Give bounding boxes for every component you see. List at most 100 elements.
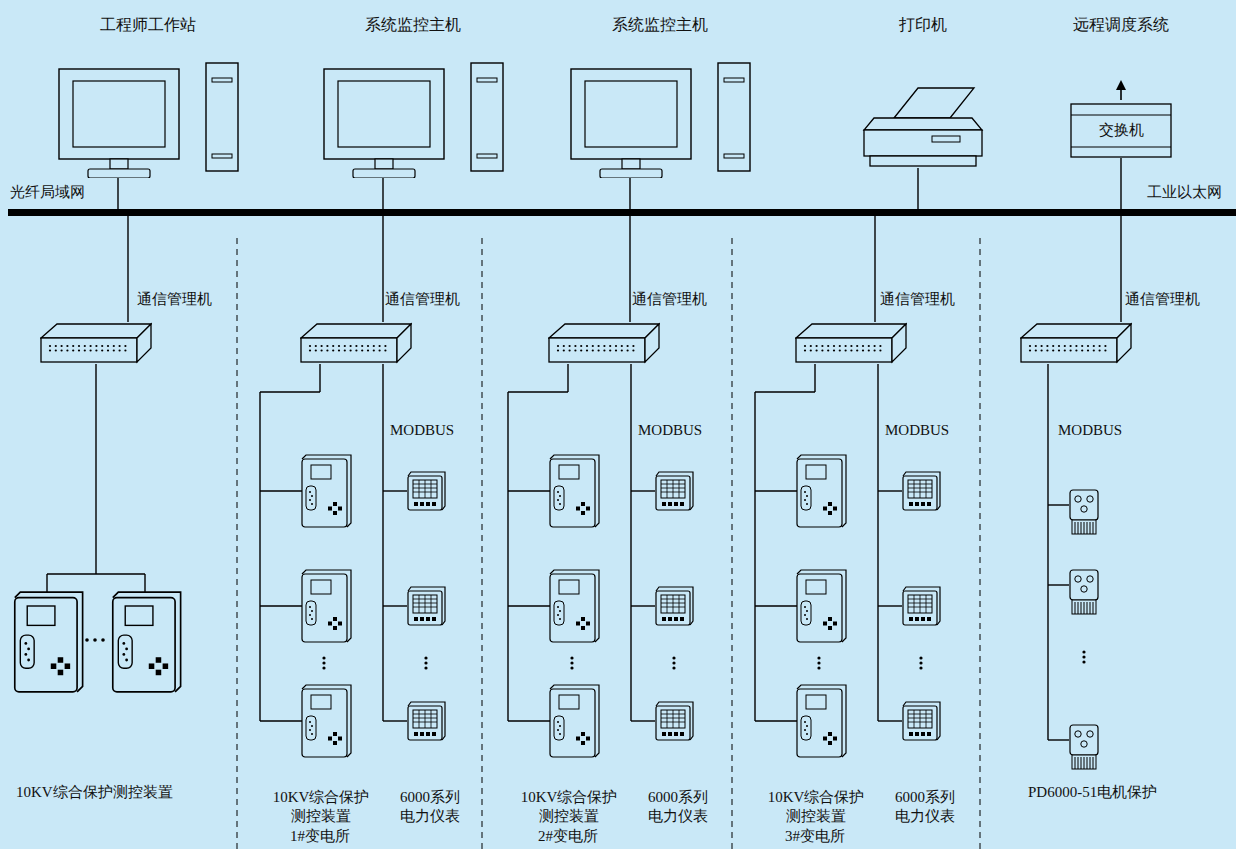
protection-device: [550, 455, 599, 527]
ellipsis-dot: [1082, 660, 1085, 663]
comm-manager: 通信管理机: [1020, 322, 1132, 364]
ellipsis-dot: [322, 656, 325, 659]
wire-line: [755, 720, 797, 721]
wire-line: [631, 605, 655, 606]
wire-line: [47, 573, 145, 574]
ellipsis-dot: [817, 661, 820, 664]
ellipsis-dot: [672, 661, 675, 664]
network-switch: 远程调度系统交换机: [1070, 103, 1172, 158]
monitor-host: 系统监控主机: [567, 60, 753, 178]
wire-line: [46, 574, 47, 592]
bus-protocol-label: MODBUS: [1058, 421, 1122, 440]
workstation: 工程师工作站: [55, 60, 241, 178]
wire-line: [259, 392, 260, 721]
wire-line: [567, 364, 568, 392]
ellipsis-dot: [919, 656, 922, 659]
wire-line: [260, 605, 302, 606]
comm-manager: 通信管理机: [300, 322, 412, 364]
ellipsis-dot: [424, 656, 427, 659]
device-label: 10KV综合保护 测控装置: [511, 788, 627, 826]
wire-line: [508, 720, 550, 721]
bus-protocol-label: MODBUS: [638, 421, 702, 440]
network-bus: 光纤局域网工业以太网: [8, 209, 1236, 216]
ellipsis-dot: [424, 661, 427, 664]
motor-protector: [1070, 570, 1098, 614]
device-label: 2#变电所: [513, 827, 623, 846]
power-meter: [903, 702, 940, 740]
wire-line: [631, 720, 655, 721]
node-caption: 系统监控主机: [365, 16, 461, 34]
ellipsis-dot: [93, 638, 97, 642]
device-label: 6000系列 电力仪表: [389, 788, 471, 826]
wire-line: [755, 605, 797, 606]
protection-device: [797, 570, 846, 642]
ellipsis-dot: [322, 661, 325, 664]
wire-line: [95, 364, 96, 574]
connector-line: [917, 168, 918, 209]
wire-line: [630, 364, 631, 721]
printer: 打印机: [860, 86, 986, 168]
protection-device: [550, 685, 599, 757]
wire-line: [319, 364, 320, 392]
motor-protector: [1070, 490, 1098, 534]
node-caption: 通信管理机: [1125, 290, 1200, 308]
power-meter: [903, 587, 940, 625]
wire-line: [508, 391, 568, 392]
ellipsis-dot: [570, 661, 573, 664]
connector-line: [629, 216, 630, 322]
wire-line: [383, 490, 407, 491]
protection-device: [797, 685, 846, 757]
protection-device: [15, 592, 83, 692]
node-caption: 通信管理机: [632, 290, 707, 308]
comm-manager: 通信管理机: [548, 322, 660, 364]
wire-line: [260, 391, 320, 392]
motor-protector: [1070, 725, 1098, 769]
ellipsis-dot: [919, 666, 922, 669]
comm-manager: 通信管理机: [40, 322, 152, 364]
ellipsis-dot: [101, 638, 105, 642]
connector-line: [382, 216, 383, 322]
protection-device: [302, 455, 351, 527]
ellipsis-dot: [672, 666, 675, 669]
comm-manager-icon: [548, 322, 660, 364]
wire-line: [382, 364, 383, 721]
wire-line: [878, 490, 902, 491]
node-caption: 工业以太网: [1147, 183, 1222, 201]
device-label: PD6000-51电机保护: [1028, 783, 1157, 802]
connector-line: [1120, 216, 1121, 322]
protection-device: [302, 685, 351, 757]
ellipsis-dot: [85, 638, 89, 642]
divider-line: [732, 238, 733, 849]
node-caption: 系统监控主机: [612, 16, 708, 34]
wire-line: [260, 720, 302, 721]
wire-line: [508, 605, 550, 606]
device-label: 10KV综合保护测控装置: [16, 783, 173, 802]
comm-manager: 通信管理机: [795, 322, 907, 364]
wire-line: [1048, 504, 1069, 505]
divider-line: [980, 238, 981, 849]
device-label: 10KV综合保护 测控装置: [263, 788, 379, 826]
node-caption: 光纤局域网: [10, 183, 85, 201]
connector-line: [1120, 158, 1121, 209]
wire-line: [878, 720, 902, 721]
device-label: 10KV综合保护 测控装置: [758, 788, 874, 826]
device-label: 6000系列 电力仪表: [637, 788, 719, 826]
ellipsis-dot: [1082, 655, 1085, 658]
protection-device: [302, 570, 351, 642]
divider-line: [237, 238, 238, 849]
power-meter: [656, 472, 693, 510]
connector-line: [874, 216, 875, 322]
device-label: 1#变电所: [265, 827, 375, 846]
power-meter: [656, 587, 693, 625]
node-caption: 通信管理机: [880, 290, 955, 308]
power-meter: [656, 702, 693, 740]
comm-manager-icon: [795, 322, 907, 364]
protection-device: [797, 455, 846, 527]
device-label: 6000系列 电力仪表: [884, 788, 966, 826]
wire-line: [754, 392, 755, 721]
monitor-host: 系统监控主机: [320, 60, 506, 178]
monitor-host-icon: [320, 60, 506, 178]
power-meter: [408, 587, 445, 625]
node-caption: 打印机: [899, 16, 947, 34]
monitor-host-icon: [567, 60, 753, 178]
